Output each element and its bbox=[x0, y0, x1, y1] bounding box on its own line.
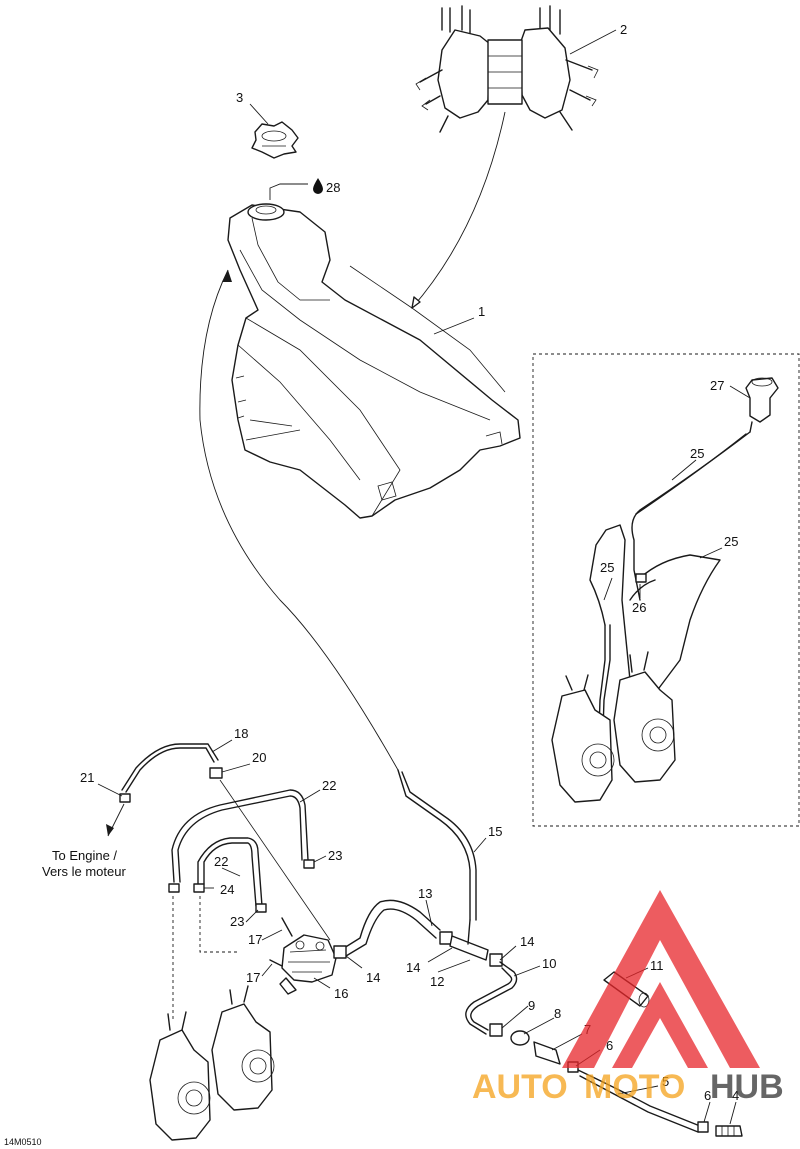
part-2-support-bracket bbox=[415, 5, 599, 133]
oil-drop-icon bbox=[313, 178, 323, 194]
callout-13: 13 bbox=[418, 886, 432, 901]
callout-25-left: 25 bbox=[600, 560, 614, 575]
callout-10: 10 bbox=[542, 956, 556, 971]
callout-14-center: 14 bbox=[406, 960, 420, 975]
callout-numbers: 2 3 28 1 27 25 25 25 26 18 20 21 22 15 2… bbox=[80, 22, 739, 1103]
callout-17-lower: 17 bbox=[246, 970, 260, 985]
callout-26: 26 bbox=[632, 600, 646, 615]
watermark-text-hub: HUB bbox=[710, 1068, 784, 1106]
watermark-triangle-icon bbox=[562, 890, 760, 1068]
callout-12: 12 bbox=[430, 974, 444, 989]
figure-id: 14M0510 bbox=[4, 1137, 42, 1147]
return-line-arrow bbox=[199, 269, 399, 771]
part-17-screw bbox=[269, 959, 283, 967]
part-1-fuel-tank bbox=[227, 203, 521, 519]
part-12-t-fitting bbox=[449, 935, 489, 961]
lower-carburetors bbox=[149, 985, 275, 1141]
part-3-filler-cap bbox=[251, 121, 299, 159]
callout-22-top: 22 bbox=[322, 778, 336, 793]
part-8-grommet bbox=[510, 1030, 530, 1046]
part-14-clamp bbox=[489, 953, 503, 967]
callout-8: 8 bbox=[554, 1006, 561, 1021]
part-22-hoses bbox=[171, 789, 309, 907]
arrowhead-icon bbox=[222, 270, 232, 282]
callout-9: 9 bbox=[528, 998, 535, 1013]
inset-box bbox=[532, 353, 800, 827]
part-5-fuel-line bbox=[577, 1069, 701, 1127]
callout-17-upper: 17 bbox=[248, 932, 262, 947]
part-7-filter bbox=[533, 1041, 561, 1065]
callout-25-right: 25 bbox=[724, 534, 738, 549]
callout-2: 2 bbox=[620, 22, 627, 37]
callout-14-left: 14 bbox=[366, 970, 380, 985]
callout-18: 18 bbox=[234, 726, 248, 741]
part-4-fitting bbox=[715, 1125, 743, 1137]
callout-24: 24 bbox=[220, 882, 234, 897]
part-21-fitting bbox=[119, 793, 131, 803]
callout-22-lower: 22 bbox=[214, 854, 228, 869]
part-17-screw bbox=[281, 917, 293, 937]
watermark-text-auto: AUTO bbox=[472, 1068, 568, 1106]
part-10-hose bbox=[470, 961, 518, 1031]
callout-6-lower: 6 bbox=[704, 1088, 711, 1103]
part-24-clamp bbox=[168, 883, 180, 893]
watermark-inner-triangle-icon bbox=[612, 982, 708, 1068]
callout-23-left: 23 bbox=[230, 914, 244, 929]
part-14-clamp bbox=[333, 945, 347, 959]
part-26-t-fitting bbox=[635, 573, 647, 583]
part-16-fuel-pump bbox=[279, 934, 337, 995]
arrowhead-icon bbox=[411, 296, 421, 309]
part-6-clamp bbox=[697, 1121, 709, 1133]
part-24-clamp bbox=[193, 883, 205, 893]
part-18-vent-line bbox=[125, 747, 215, 793]
callout-25-top: 25 bbox=[690, 446, 704, 461]
engine-note-line1: To Engine / bbox=[52, 848, 117, 863]
watermark-text-moto: MOTO bbox=[584, 1068, 685, 1106]
callout-1: 1 bbox=[478, 304, 485, 319]
inset-carburetors bbox=[551, 651, 676, 803]
part-20-clamp bbox=[209, 767, 223, 779]
callout-27: 27 bbox=[710, 378, 724, 393]
part-15-fuel-line bbox=[397, 769, 471, 921]
part-27-primer bbox=[745, 377, 779, 433]
callout-5: 5 bbox=[662, 1074, 669, 1089]
part-13-hose bbox=[343, 899, 441, 949]
callout-11: 11 bbox=[650, 958, 664, 973]
callout-3: 3 bbox=[236, 90, 243, 105]
callout-28: 28 bbox=[326, 180, 340, 195]
part-23-clamp bbox=[255, 903, 267, 913]
callout-4: 4 bbox=[732, 1088, 739, 1103]
part-9-clamp bbox=[489, 1023, 503, 1037]
callout-15: 15 bbox=[488, 824, 502, 839]
callout-21: 21 bbox=[80, 770, 94, 785]
bracket-to-tank-arrow bbox=[411, 111, 506, 309]
callout-23-right: 23 bbox=[328, 848, 342, 863]
engine-note-line2: Vers le moteur bbox=[42, 864, 126, 879]
callout-6-upper: 6 bbox=[606, 1038, 613, 1053]
part-23-clamp bbox=[303, 859, 315, 869]
callout-20: 20 bbox=[252, 750, 266, 765]
callout-16: 16 bbox=[334, 986, 348, 1001]
callout-14-right: 14 bbox=[520, 934, 534, 949]
part-25-primer-lines bbox=[589, 431, 751, 761]
automotohub-watermark: AUTO MOTO HUB bbox=[472, 890, 784, 1106]
